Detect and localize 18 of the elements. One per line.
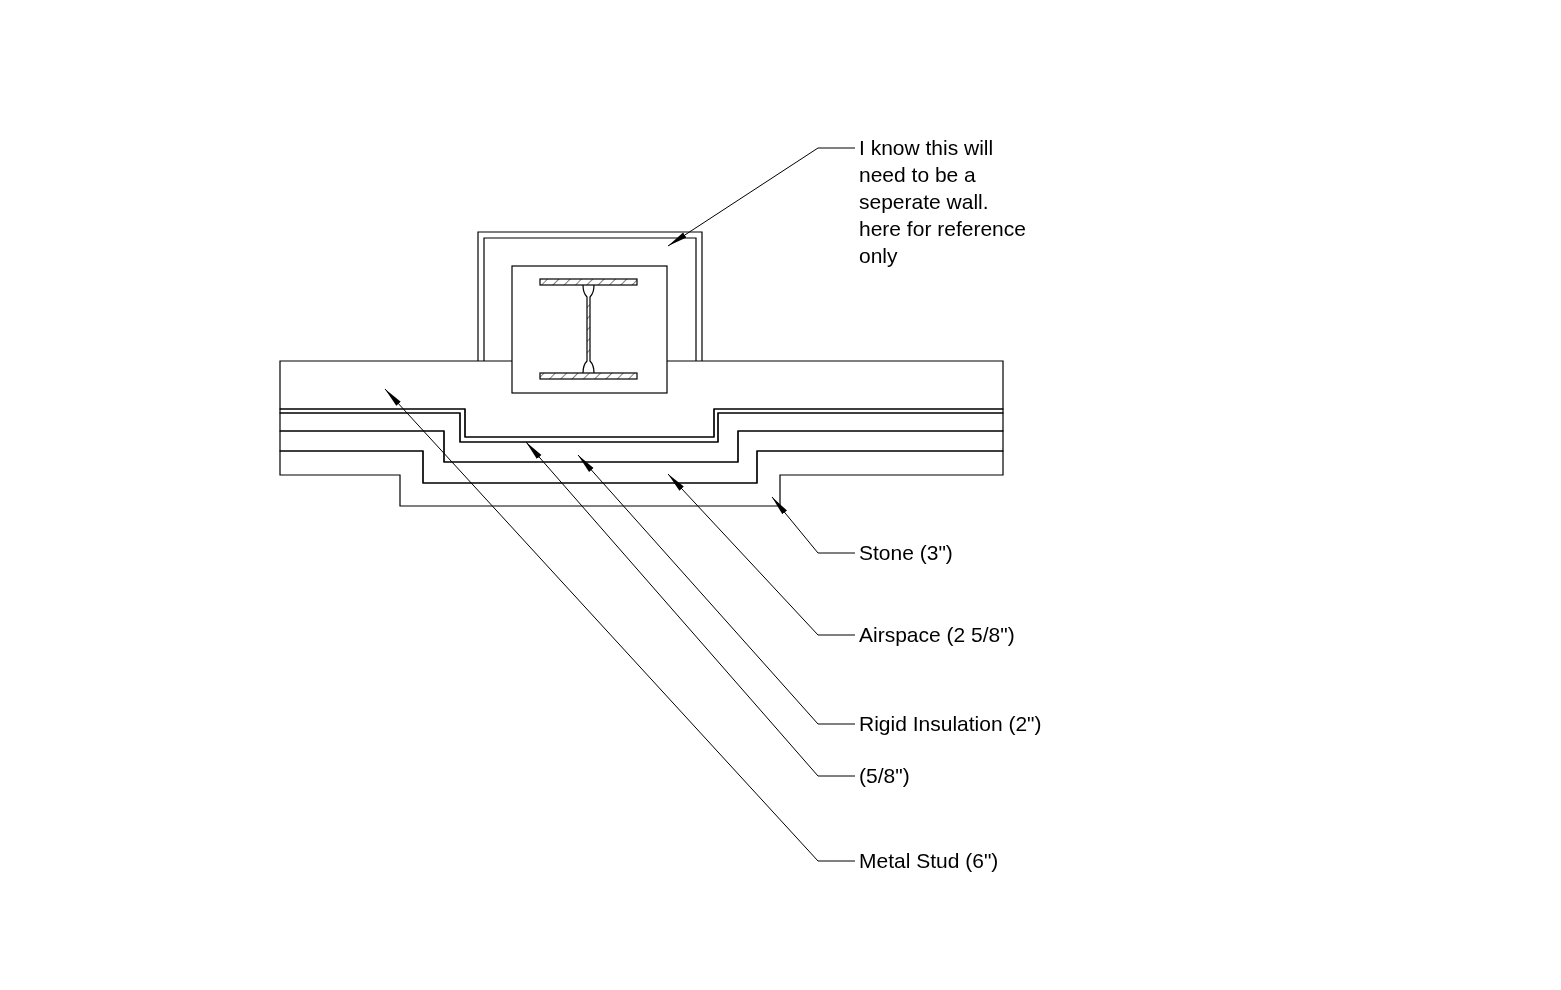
leader-line (667, 473, 856, 636)
sheathing-layer (279, 408, 1004, 443)
layer-label: (5/8") (859, 762, 910, 789)
layer-label: Metal Stud (6") (859, 847, 999, 874)
stone-layer (279, 450, 1004, 507)
leader-line (577, 454, 856, 725)
stud-layer (279, 360, 1004, 438)
layer-label: Rigid Insulation (2") (859, 710, 1042, 737)
leader-line (667, 147, 856, 247)
leader-line (384, 388, 856, 862)
separate-wall-outline (477, 231, 703, 362)
leader-line (525, 441, 856, 777)
insulation-layer (279, 412, 1004, 463)
airspace-layer (279, 430, 1004, 484)
layer-label: Airspace (2 5/8") (859, 621, 1015, 648)
leader-line (771, 496, 856, 554)
note-text: I know this will need to be a seperate wall. here for reference only (859, 134, 1031, 269)
layer-label: Stone (3") (859, 539, 953, 566)
